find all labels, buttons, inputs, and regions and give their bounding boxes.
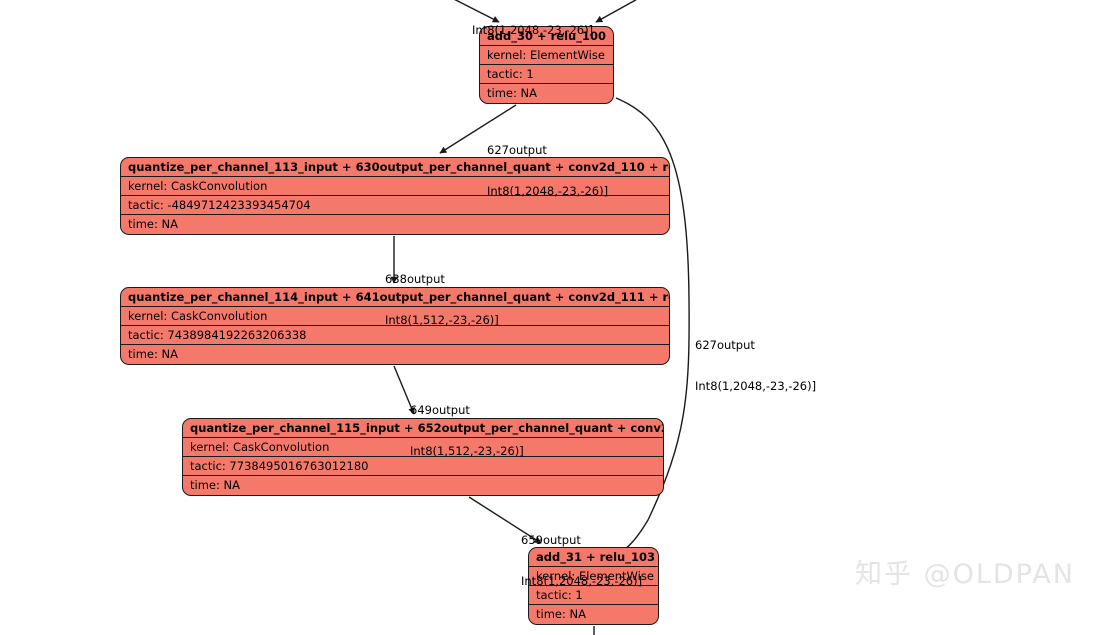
node-time: time: NA (128, 347, 178, 361)
node-tactic: tactic: 7438984192263206338 (121, 326, 669, 345)
node-tactic: tactic: 7738495016763012180 (183, 457, 663, 476)
node-kernel: kernel: CaskConvolution (183, 438, 663, 457)
node-add-31[interactable]: add_31 + relu_103 kernel: ElementWise ta… (528, 547, 659, 625)
edge-label-line2: Int8(1,512,-23,-26)] (385, 312, 499, 327)
node-title: add_31 + relu_103 (529, 548, 658, 567)
edge-label-incoming-top: Int8(1,2048,-23,-26)] (472, 0, 593, 65)
node-title: quantize_per_channel_115_input + 652outp… (183, 419, 663, 438)
edge-label-627-bypass: 627output Int8(1,2048,-23,-26)] (695, 312, 816, 420)
watermark: 知乎 @OLDPAN (855, 559, 1075, 590)
edge-label-line1: 659output (521, 533, 581, 547)
node-kernel: kernel: CaskConvolution (121, 177, 669, 196)
edge-label-line2: Int8(1,2048,-23,-26)] (695, 378, 817, 393)
edge-incoming-right (595, 0, 638, 23)
node-title: quantize_per_channel_113_input + 630outp… (121, 158, 669, 177)
edge-label-659: 659output Int8(1,2048,-23,-26)] (521, 507, 642, 615)
node-add-30[interactable]: add_30 + relu_100 kernel: ElementWise ta… (479, 26, 614, 104)
node-time: time: NA (536, 607, 586, 621)
node-kernel: kernel: ElementWise (480, 46, 613, 65)
node-conv2d-111[interactable]: quantize_per_channel_114_input + 641outp… (120, 287, 670, 365)
node-time: time: NA (128, 217, 178, 231)
edge-label-line2: Int8(1,2048,-23,-26)] (487, 183, 609, 198)
edge-label-line1: 627output (695, 338, 755, 352)
node-time: time: NA (190, 478, 240, 492)
edge-label-638: 638output Int8(1,512,-23,-26)] (385, 246, 499, 354)
edge-label-627-to-conv110: 627output Int8(1,2048,-23,-26)] (487, 117, 608, 225)
edge-label-line1: 627output (487, 143, 547, 157)
node-tactic: tactic: 1 (529, 586, 658, 605)
node-kernel: kernel: ElementWise (529, 567, 658, 586)
node-tactic: tactic: 1 (480, 65, 613, 84)
edge-label-line1: 638output (385, 272, 445, 286)
edge-label-line1: 649output (410, 403, 470, 417)
edge-label-649: 649output Int8(1,512,-23,-26)] (410, 377, 524, 485)
node-conv2d-110[interactable]: quantize_per_channel_113_input + 630outp… (120, 157, 670, 235)
edge-label-line1: Int8(1,2048,-23,-26)] (472, 23, 594, 37)
node-title: add_30 + relu_100 (480, 27, 613, 46)
node-tactic: tactic: -4849712423393454704 (121, 196, 669, 215)
edge-label-line2: Int8(1,512,-23,-26)] (410, 443, 524, 458)
node-conv2d-112[interactable]: quantize_per_channel_115_input + 652outp… (182, 418, 664, 496)
edge-label-line2: Int8(1,2048,-23,-26)] (521, 573, 643, 588)
node-title: quantize_per_channel_114_input + 641outp… (121, 288, 669, 307)
node-time: time: NA (487, 86, 537, 100)
node-kernel: kernel: CaskConvolution (121, 307, 669, 326)
